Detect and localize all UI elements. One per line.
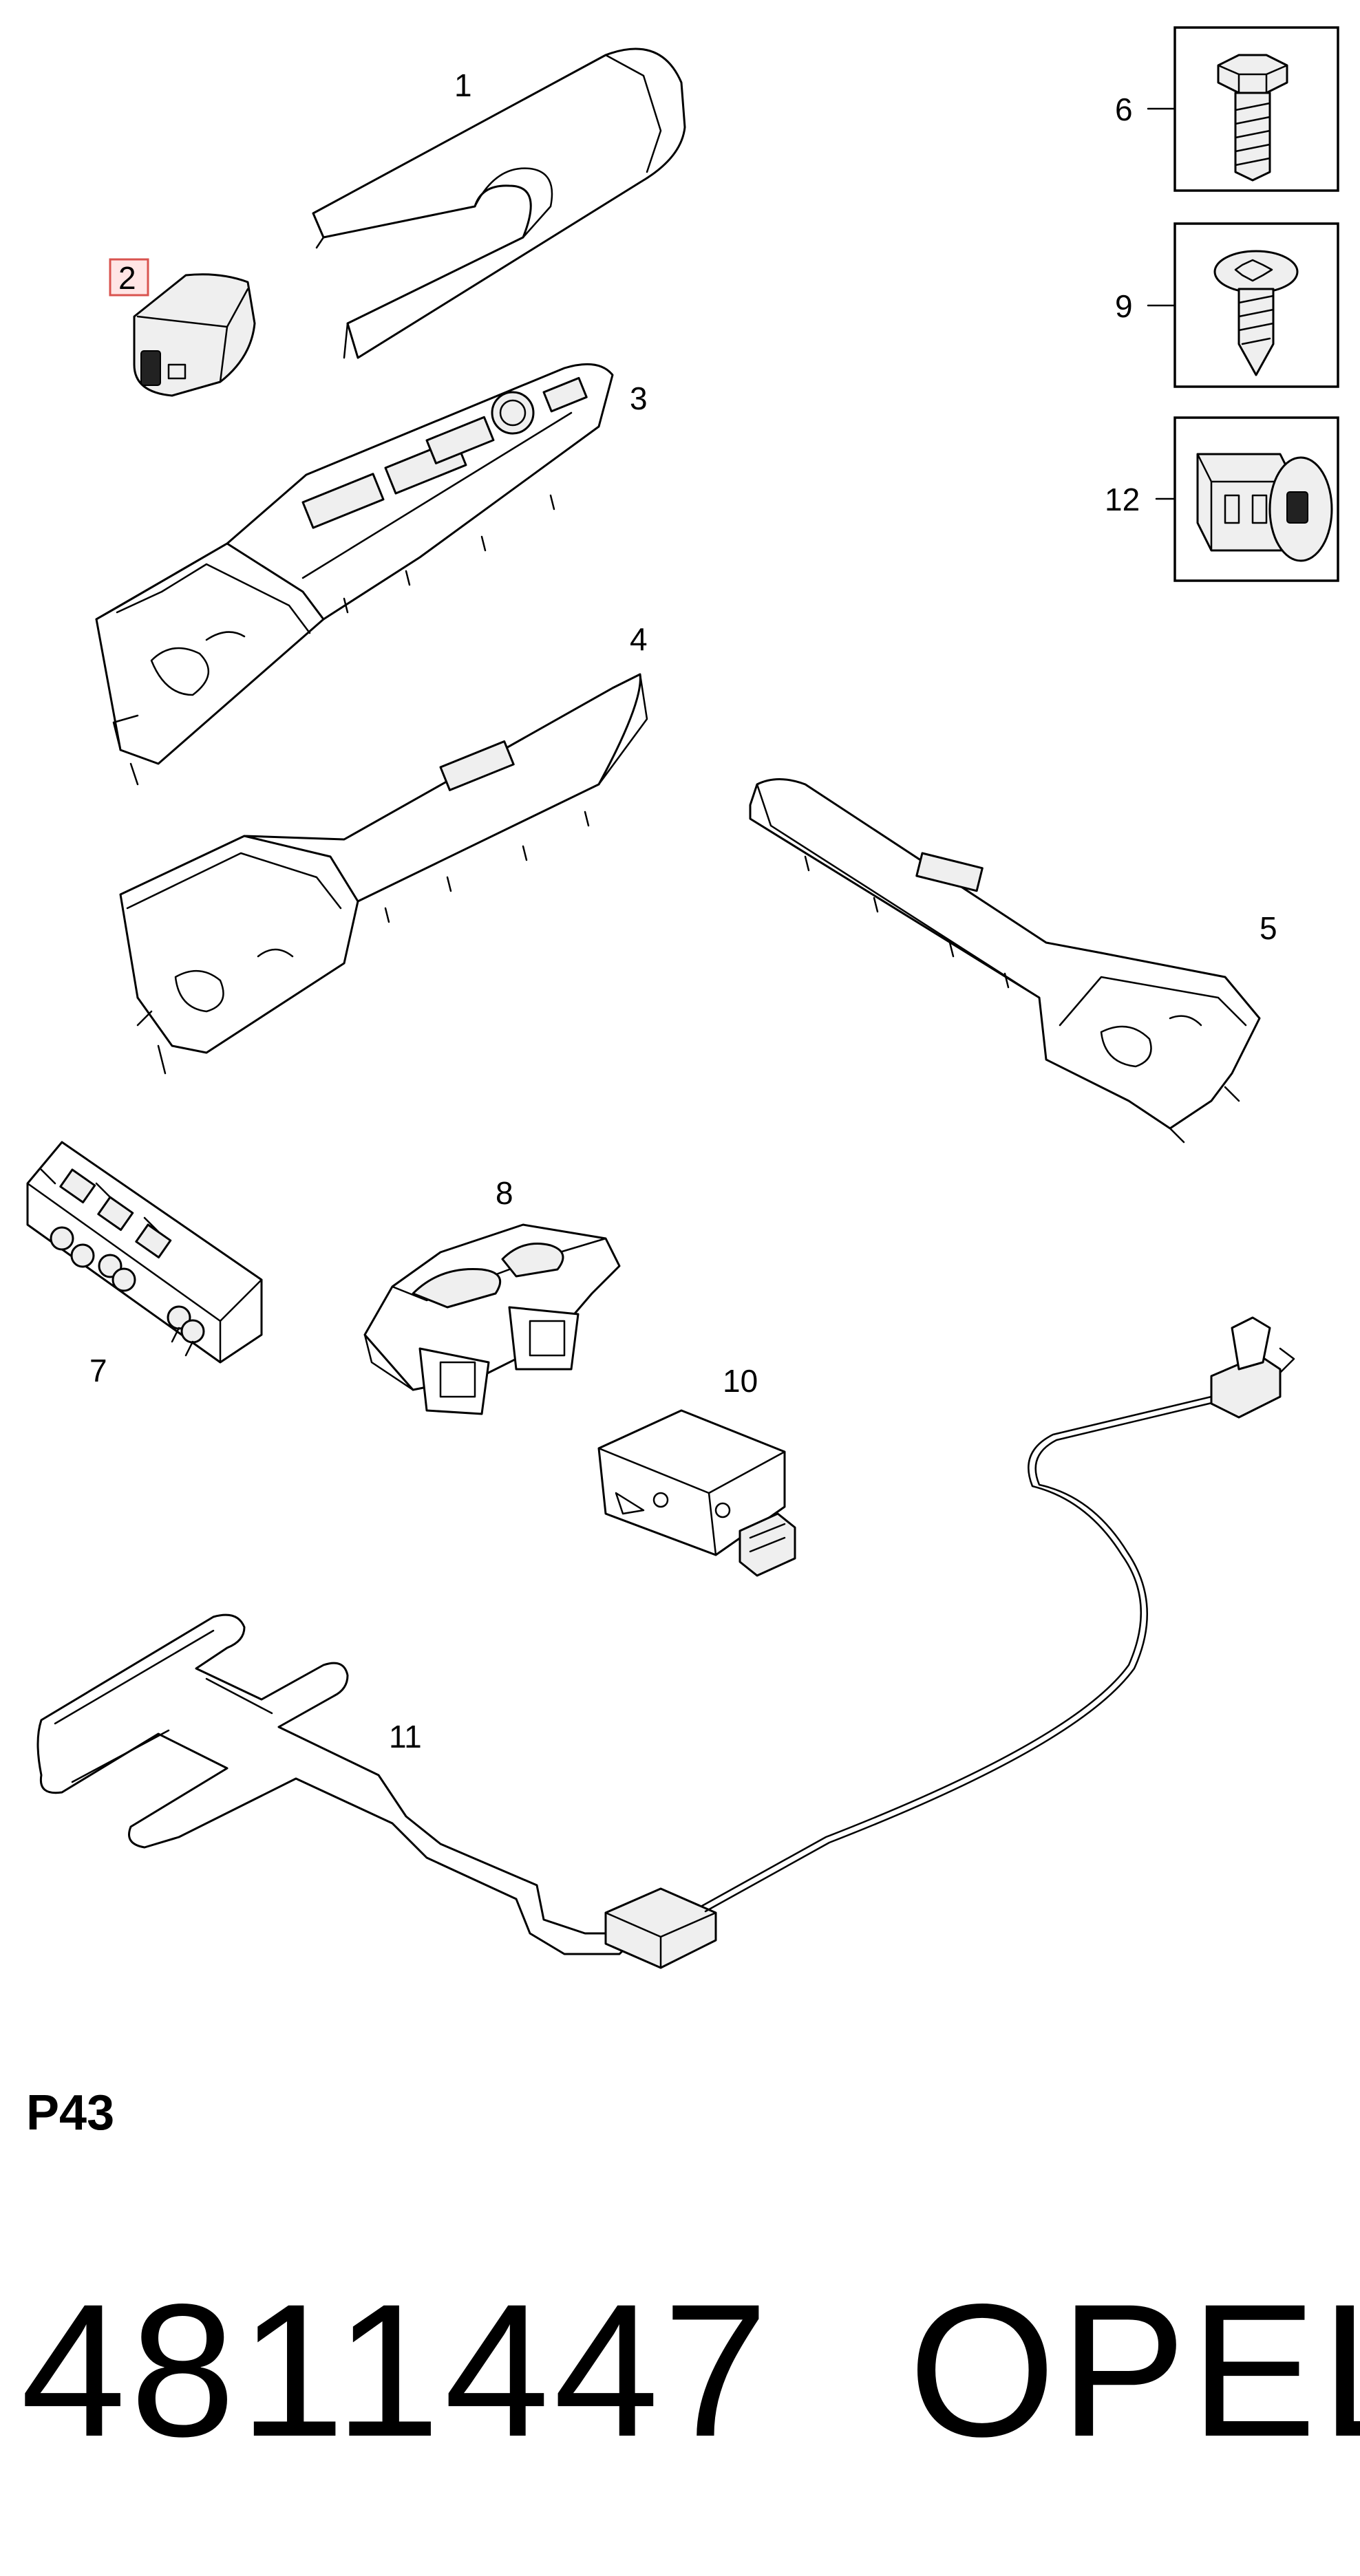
part-8-switch-block[interactable] xyxy=(363,1223,621,1415)
callout-6: 6 xyxy=(1115,92,1133,127)
part-11-heating-mat-harness[interactable] xyxy=(36,1316,1295,1969)
part-1-armrest-cover[interactable] xyxy=(312,47,686,359)
part-10-control-module[interactable] xyxy=(597,1409,796,1577)
part-7-seat-switch-module[interactable] xyxy=(26,1141,263,1364)
callout-8: 8 xyxy=(496,1175,513,1211)
part-number: 4811447 xyxy=(21,2265,772,2476)
callout-3: 3 xyxy=(630,380,648,416)
part-9-torx-screw-inset[interactable] xyxy=(1173,222,1339,388)
part-2-switch-cap[interactable] xyxy=(133,273,256,397)
callout-5: 5 xyxy=(1260,910,1277,946)
part-4-passenger-switch-panel[interactable] xyxy=(119,673,648,1075)
callout-2: 2 xyxy=(118,260,136,296)
callout-2-highlight xyxy=(109,258,149,297)
callout-9: 9 xyxy=(1115,288,1133,324)
part-12-usb-socket-inset[interactable] xyxy=(1173,416,1339,582)
callout-12: 12 xyxy=(1105,482,1140,517)
part-5-rear-switch-panel[interactable] xyxy=(749,778,1261,1144)
part-3-driver-switch-panel[interactable] xyxy=(95,363,614,786)
part-6-hex-bolt-inset[interactable] xyxy=(1173,26,1339,192)
page-code: P43 xyxy=(26,2085,114,2140)
callout-1: 1 xyxy=(454,67,472,103)
callout-7: 7 xyxy=(89,1353,107,1388)
callout-11: 11 xyxy=(389,1719,422,1754)
callout-4: 4 xyxy=(630,621,648,657)
callout-10: 10 xyxy=(723,1363,758,1399)
brand-name: OPEL xyxy=(909,2265,1360,2476)
